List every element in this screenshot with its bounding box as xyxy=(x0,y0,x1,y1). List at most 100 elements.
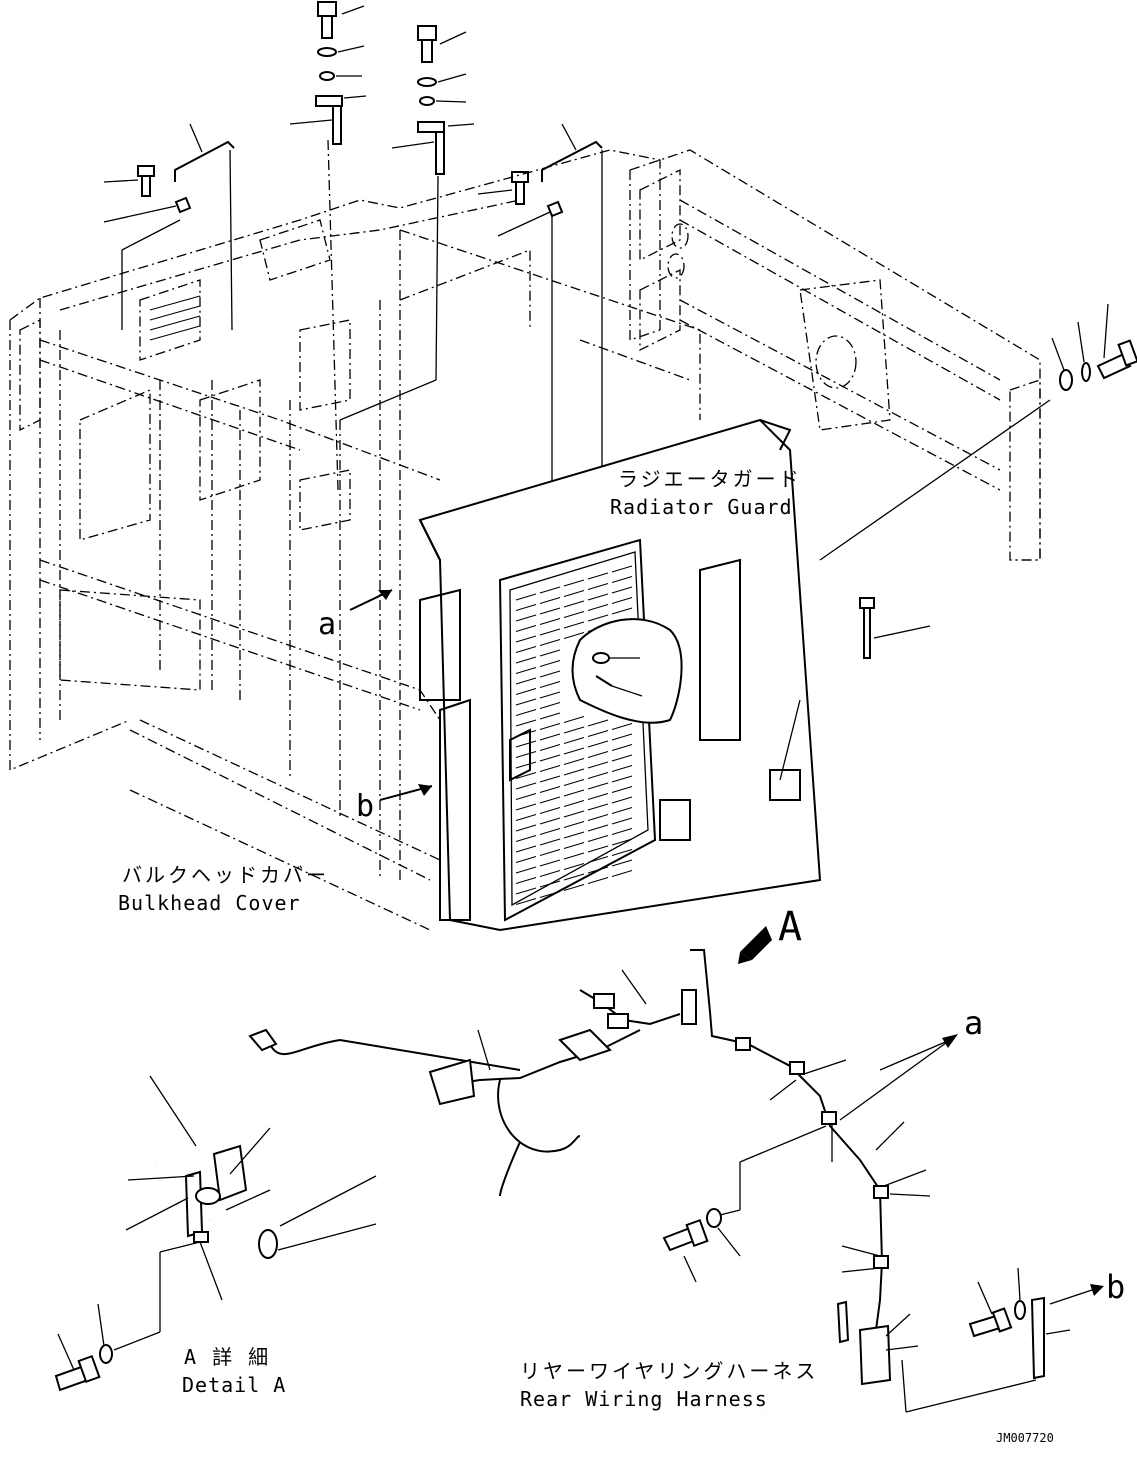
grille-slot xyxy=(587,604,609,611)
grille-slot xyxy=(515,835,537,842)
grille-slot xyxy=(539,870,561,877)
grille-slot xyxy=(515,814,537,821)
fastener-stack-right xyxy=(391,25,475,175)
grille-slot xyxy=(515,898,537,905)
grille-slot xyxy=(539,586,561,594)
grille-slot xyxy=(563,789,585,797)
radiator-guard-label: ラジエータガード Radiator Guard xyxy=(610,467,802,519)
grille-slot xyxy=(539,712,561,720)
grille-slot xyxy=(587,845,609,853)
grille-slot xyxy=(611,576,633,583)
view-a-letter: A xyxy=(778,904,802,950)
grille-slot xyxy=(611,786,633,793)
grille-slot xyxy=(563,810,585,818)
grille-slot xyxy=(587,856,609,863)
grille-slot xyxy=(587,814,609,821)
rear-harness-jp: リヤーワイヤリングハーネス xyxy=(520,1359,818,1383)
grille-slot xyxy=(515,782,537,790)
grille-slot xyxy=(611,754,633,762)
grille-slot xyxy=(563,716,585,723)
fastener-stack-left xyxy=(289,1,367,145)
grille-slot xyxy=(563,852,585,860)
grille-slot xyxy=(563,600,585,608)
view-a-indicator: A xyxy=(738,904,802,964)
grille-slot xyxy=(515,793,537,800)
grille-slot xyxy=(587,866,609,874)
detail-a-jp: A 詳 細 xyxy=(184,1345,270,1369)
grille-slot xyxy=(539,628,561,636)
ref-a-harness: a xyxy=(964,1004,983,1042)
harness-bolt-2 xyxy=(901,1267,1071,1413)
drawing-code: JM007720 xyxy=(996,1431,1054,1445)
grille-slot xyxy=(539,775,561,783)
grille-slot xyxy=(515,656,537,664)
radiator-guard-jp: ラジエータガード xyxy=(618,467,802,491)
grille-slot xyxy=(587,772,609,779)
grille-slot xyxy=(539,786,561,793)
grille-slot xyxy=(539,754,561,762)
grille-slot xyxy=(539,817,561,825)
grille-slot xyxy=(515,761,537,769)
grille-slot xyxy=(515,856,537,863)
grille-slot xyxy=(539,723,561,730)
rear-frame xyxy=(629,149,1041,561)
grille-slot xyxy=(515,866,537,874)
grille-slot xyxy=(539,660,561,667)
grille-slot xyxy=(515,824,537,832)
grille-slot xyxy=(611,586,633,594)
grille-slot xyxy=(563,768,585,776)
grille-slot xyxy=(587,730,609,737)
grille-slot xyxy=(563,873,585,881)
detail-a-bolt xyxy=(54,1303,113,1392)
grille-slot xyxy=(539,849,561,856)
grille-slot xyxy=(539,607,561,615)
callout-b-harness: b xyxy=(1049,1268,1125,1306)
grille-slot xyxy=(587,835,609,842)
grille-slot xyxy=(515,719,537,727)
grille-slot xyxy=(587,572,609,580)
grille-slot xyxy=(611,744,633,751)
grille-slot xyxy=(611,733,633,741)
grille-slot xyxy=(587,761,609,769)
ref-a-main: a xyxy=(318,607,336,642)
guard-bolt xyxy=(859,597,931,659)
grille-slot xyxy=(611,775,633,783)
pin-and-bolt-right xyxy=(477,123,603,237)
grille-slot xyxy=(563,579,585,587)
grille-slot xyxy=(563,611,585,618)
bulkhead-cover-en: Bulkhead Cover xyxy=(118,891,301,915)
pin-and-bolt-left xyxy=(103,123,235,223)
grille-slot xyxy=(563,590,585,597)
detail-a-en: Detail A xyxy=(182,1373,286,1397)
grille-slot xyxy=(587,803,609,811)
grille-slot xyxy=(587,719,609,727)
grille-slot xyxy=(515,772,537,779)
grille-slot xyxy=(587,583,609,590)
callout-a-harness: a xyxy=(839,1004,983,1121)
grille-slot xyxy=(515,751,537,758)
grille-slot xyxy=(611,565,633,573)
grille-slot xyxy=(563,842,585,849)
detail-a-label: A 詳 細 Detail A xyxy=(182,1345,286,1397)
grille-slot xyxy=(539,838,561,846)
grille-slot xyxy=(587,614,609,622)
grille-slot xyxy=(515,740,537,748)
grille-slot xyxy=(515,845,537,853)
grille-slot xyxy=(611,817,633,825)
grille-slot xyxy=(611,807,633,814)
grille-slot xyxy=(563,737,585,744)
grille-slot xyxy=(563,779,585,786)
grille-slot xyxy=(515,614,537,622)
guard-side-brackets xyxy=(419,558,801,921)
grille-slot xyxy=(563,863,585,870)
grille-slot xyxy=(515,625,537,632)
grille-slot xyxy=(515,709,537,716)
grille-slot xyxy=(539,796,561,804)
grille-slot xyxy=(539,691,561,699)
grille-slot xyxy=(515,803,537,811)
grille-slot xyxy=(587,740,609,748)
grille-slot xyxy=(563,821,585,828)
grille-slot xyxy=(587,782,609,790)
grille-slot xyxy=(515,677,537,685)
grille-slot xyxy=(539,807,561,814)
